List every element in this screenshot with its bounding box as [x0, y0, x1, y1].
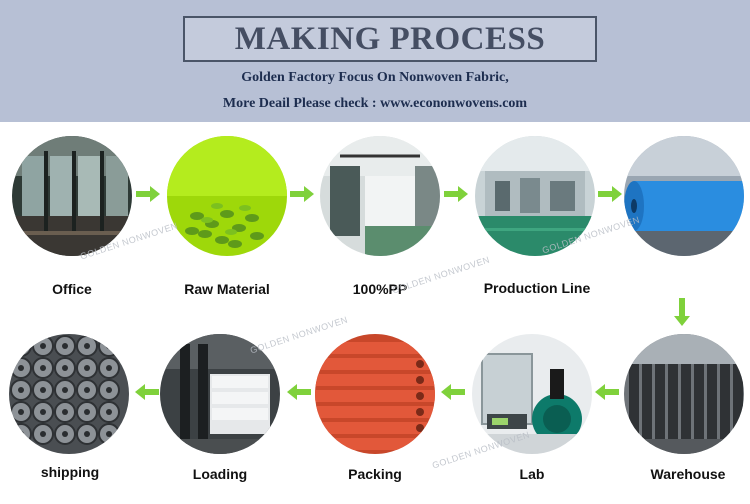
- step-loading: [160, 334, 280, 454]
- label-office: Office: [52, 281, 92, 297]
- page-title: MAKING PROCESS: [234, 20, 546, 57]
- arrow-left-4: [135, 384, 159, 400]
- arrow-down: [674, 298, 690, 326]
- label-100pp: 100%PP: [352, 281, 408, 297]
- label-production-line: Production Line: [483, 280, 591, 296]
- shipping-photo: [9, 334, 129, 454]
- step-100pp: [320, 136, 440, 256]
- arrow-left-3: [287, 384, 311, 400]
- label-warehouse: Warehouse: [650, 466, 726, 482]
- title-box: MAKING PROCESS: [183, 16, 597, 62]
- lab-photo: [472, 334, 592, 454]
- blue-rolls-photo: [624, 136, 744, 256]
- step-warehouse: [624, 334, 744, 454]
- arrow-left-2: [441, 384, 465, 400]
- step-production-line: [475, 136, 595, 256]
- label-lab: Lab: [519, 466, 545, 482]
- step-raw-material: [167, 136, 287, 256]
- label-packing: Packing: [348, 466, 402, 482]
- packing-photo: [315, 334, 435, 454]
- 100pp-photo: [320, 136, 440, 256]
- subtitle-line-2: More Deail Please check : www.econonwove…: [222, 96, 528, 111]
- arrow-right-4: [598, 186, 622, 202]
- office-photo: [12, 136, 132, 256]
- arrow-right-2: [290, 186, 314, 202]
- step-office: [12, 136, 132, 256]
- step-packing: [315, 334, 435, 454]
- arrow-right-1: [136, 186, 160, 202]
- arrow-left-1: [595, 384, 619, 400]
- arrow-right-3: [444, 186, 468, 202]
- step-shipping: [9, 334, 129, 454]
- label-raw-material: Raw Material: [184, 281, 270, 297]
- step-lab: [472, 334, 592, 454]
- label-loading: Loading: [192, 466, 248, 482]
- label-shipping: shipping: [40, 464, 100, 480]
- header-banner: MAKING PROCESS Golden Factory Focus On N…: [0, 0, 750, 122]
- raw-material-photo: [167, 136, 287, 256]
- step-blue-rolls: [624, 136, 744, 256]
- subtitle-line-1: Golden Factory Focus On Nonwoven Fabric,: [241, 70, 509, 85]
- warehouse-photo: [624, 334, 744, 454]
